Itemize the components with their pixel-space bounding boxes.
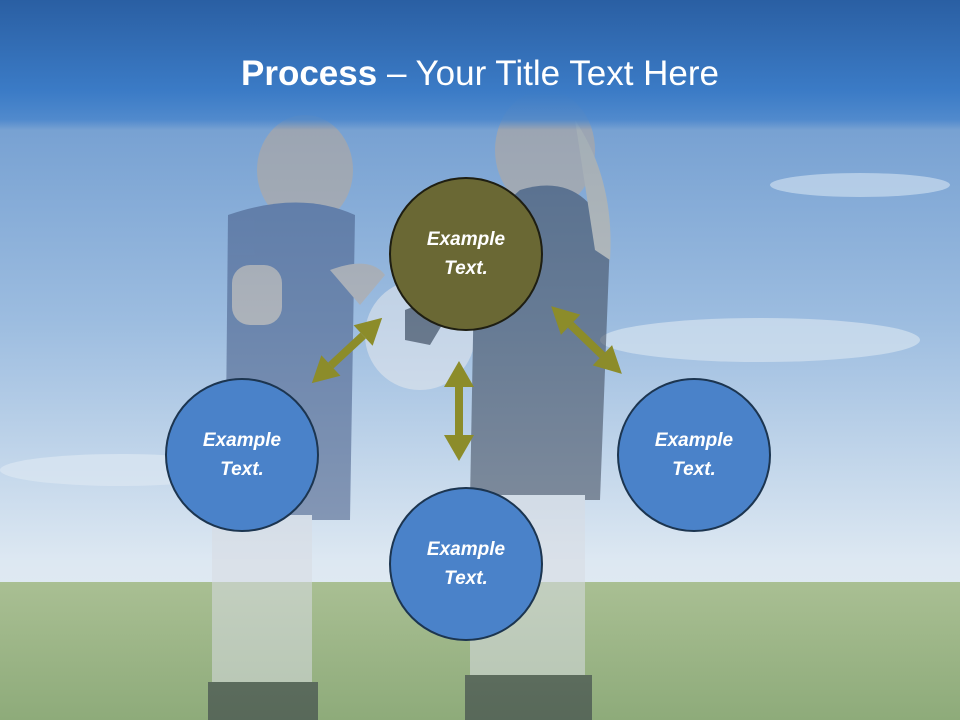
process-node-right: Example Text. <box>617 378 771 532</box>
node-center-text: Example Text. <box>426 229 506 279</box>
process-node-left: Example Text. <box>165 378 319 532</box>
process-node-center: Example Text. <box>389 177 543 331</box>
double-arrow-left <box>311 317 383 384</box>
node-left-text: Example Text. <box>202 430 282 480</box>
slide-title: Process – Your Title Text Here <box>0 52 960 96</box>
node-right-text: Example Text. <box>654 430 734 480</box>
double-arrow-bottom <box>444 361 474 461</box>
title-rest: – Your Title Text Here <box>377 54 719 93</box>
title-bold: Process <box>241 54 378 93</box>
title-band <box>0 0 960 130</box>
double-arrow-right <box>551 306 622 374</box>
process-node-bottom: Example Text. <box>389 487 543 641</box>
node-bottom-text: Example Text. <box>426 539 506 589</box>
